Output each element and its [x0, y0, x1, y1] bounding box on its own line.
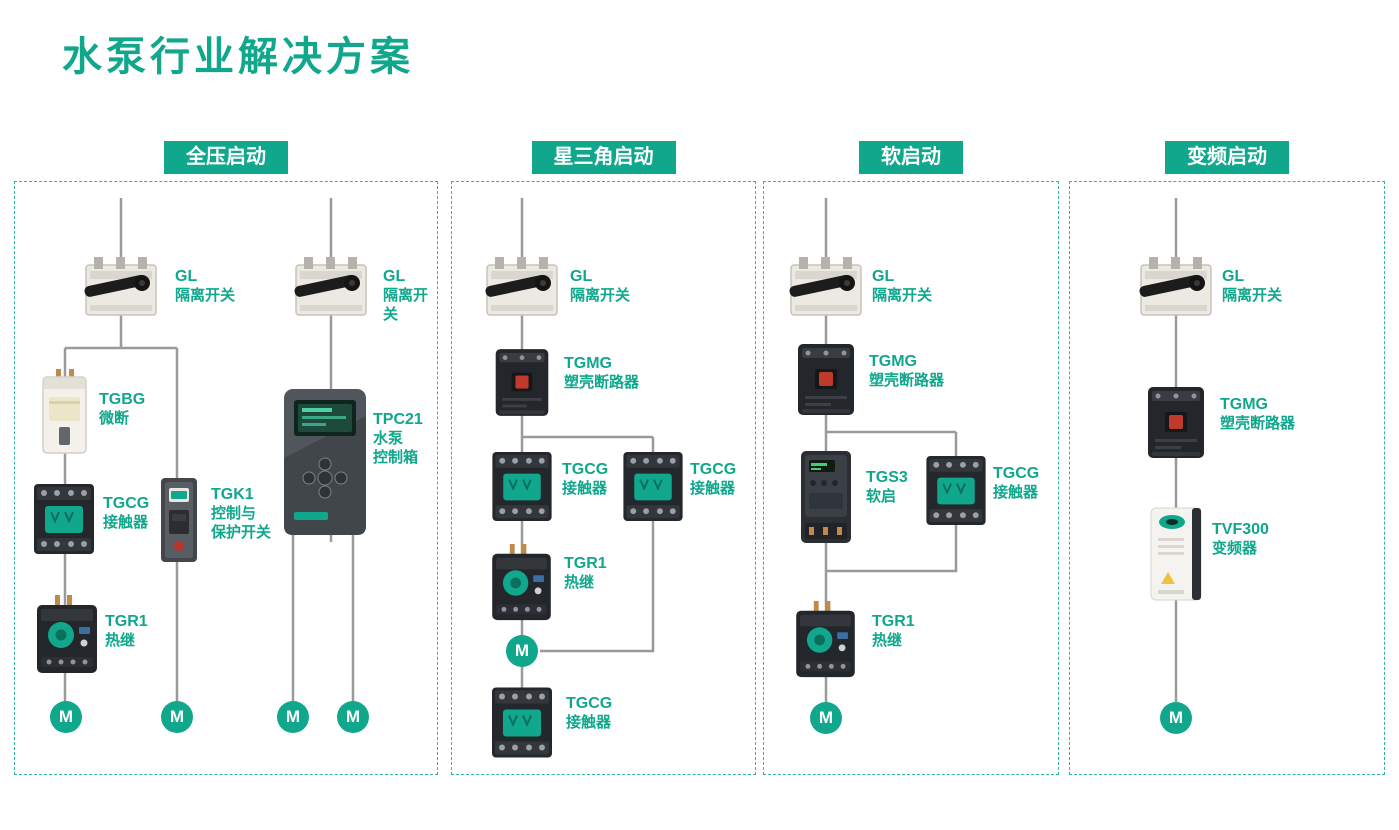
panel-full-voltage-start: 全压启动 GL 隔离开关 GL 隔离开关 TGBG 微断 TGCG 接触器 TG… [14, 141, 438, 775]
miniature-breaker-tgbg [36, 369, 93, 457]
component-label-tgcg: TGCG 接触器 [993, 465, 1040, 501]
component-label-tgr1: TGR1 热继 [105, 613, 148, 649]
motor: M [277, 701, 309, 733]
component-label-gl: GL 隔离开关 [175, 268, 236, 304]
soft-starter-tgs3 [798, 449, 854, 546]
component-label-tgmg: TGMG 塑壳断路器 [869, 353, 945, 389]
motor: M [1160, 702, 1192, 734]
motor: M [161, 701, 193, 733]
frequency-inverter-tvf300 [1148, 506, 1204, 602]
component-label-tgs3: TGS3 软启 [866, 469, 908, 505]
component-label-gl: GL 隔离开关 [570, 268, 631, 304]
pump-control-box-tpc21 [281, 386, 369, 538]
component-label-tgmg: TGMG 塑壳断路器 [1220, 396, 1296, 432]
thermal-relay-tgr1 [33, 592, 101, 678]
component-label-gl: GL 隔离开关 [1222, 268, 1283, 304]
component-label-tgr1: TGR1 热继 [872, 613, 915, 649]
thermal-relay-tgr1 [488, 542, 555, 624]
component-label-tgk1: TGK1 控制与 保护开关 [211, 486, 272, 541]
panel-vfd-start: 变频启动 GL 隔离开关 TGMG 塑壳断路器 TVF300 变频器 M [1069, 141, 1385, 775]
molded-case-breaker-tgmg [1143, 384, 1209, 461]
panel-header-soft-start: 软启动 [859, 141, 963, 174]
isolator-switch-gl [787, 249, 865, 321]
component-label-tgr1: TGR1 热继 [564, 555, 607, 591]
motor: M [810, 702, 842, 734]
panel-star-delta-start: 星三角启动 GL 隔离开关 TGMG 塑壳断路器 TGCG 接触器 TGCG 接… [451, 141, 756, 775]
contactor-tgcg [489, 449, 555, 524]
component-label-tgcg: TGCG 接触器 [562, 461, 609, 497]
isolator-switch-gl [292, 249, 370, 321]
component-label-tpc21: TPC21 水泵 控制箱 [373, 411, 423, 466]
isolator-switch-gl [483, 249, 561, 321]
panel-header-star-delta: 星三角启动 [531, 141, 676, 174]
component-label-tgcg: TGCG 接触器 [103, 495, 150, 531]
motor: M [50, 701, 82, 733]
component-label-gl: GL 隔离开关 [383, 268, 429, 323]
panel-header-vfd: 变频启动 [1165, 141, 1289, 174]
motor: M [506, 635, 538, 667]
component-label-tgbg: TGBG 微断 [99, 391, 146, 427]
component-label-tgcg: TGCG 接触器 [566, 695, 613, 731]
isolator-switch-gl [82, 249, 160, 321]
contactor-tgcg [923, 453, 989, 528]
molded-case-breaker-tgmg [793, 341, 859, 418]
page-title: 水泵行业解决方案 [62, 35, 414, 79]
motor: M [337, 701, 369, 733]
component-label-gl: GL 隔离开关 [872, 268, 933, 304]
panel-soft-start: 软启动 GL 隔离开关 TGMG 塑壳断路器 TGS3 软启 TGCG 接触器 … [763, 141, 1059, 775]
thermal-relay-tgr1 [792, 599, 859, 681]
component-label-tvf300: TVF300 变频器 [1212, 521, 1269, 557]
isolator-switch-gl [1137, 249, 1215, 321]
panel-header-full-voltage: 全压启动 [164, 141, 288, 174]
contactor-tgcg [620, 449, 686, 524]
contactor-tgcg [489, 684, 555, 761]
control-protection-switch-tgk1 [158, 476, 200, 564]
component-label-tgmg: TGMG 塑壳断路器 [564, 355, 640, 391]
molded-case-breaker-tgmg [491, 344, 553, 421]
component-label-tgcg: TGCG 接触器 [690, 461, 737, 497]
contactor-tgcg [31, 479, 97, 559]
